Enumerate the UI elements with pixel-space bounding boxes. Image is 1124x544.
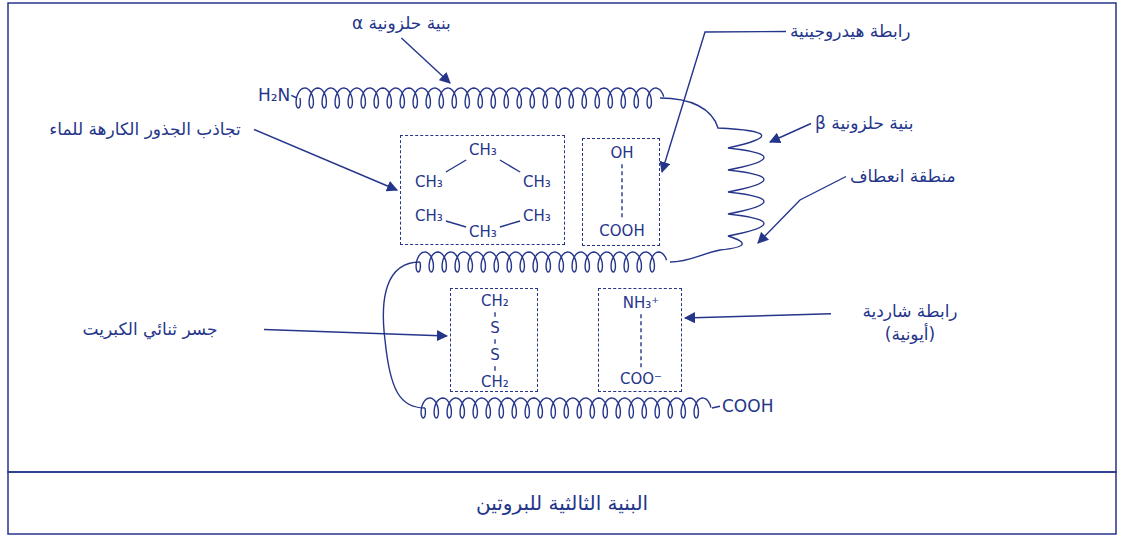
bond-label: جسر ثنائي الكبريت xyxy=(40,318,260,341)
methyl-group: CH₃ xyxy=(469,142,497,159)
chemical-group: S xyxy=(490,320,500,337)
chemical-group: CH₂ xyxy=(481,374,509,391)
ionic-bond-box: NH₃⁺ COO⁻ xyxy=(598,288,682,392)
caption: البنية الثالثية للبروتين xyxy=(476,491,648,515)
bond-label: رابطة هيدروجينية xyxy=(790,20,911,43)
bond-line xyxy=(621,164,622,220)
beta-sheet-chain xyxy=(660,98,764,262)
chemical-group: OH xyxy=(610,145,633,162)
bond-line xyxy=(494,366,495,371)
bond-line xyxy=(494,339,495,344)
caption-band xyxy=(8,472,1116,534)
leader-line xyxy=(401,38,450,83)
outer-frame xyxy=(8,3,1116,472)
caption-holder: البنية الثالثية للبروتين xyxy=(8,472,1116,534)
hydrogen-bond-box: OH COOH xyxy=(582,138,660,246)
chain-end: H₂N xyxy=(258,86,290,105)
methyl-group: CH₃ xyxy=(415,208,443,225)
leader-line xyxy=(770,124,811,143)
structure-label: بنية حلزونية α xyxy=(352,12,451,35)
bond-line xyxy=(640,314,641,368)
bond-line xyxy=(446,221,466,227)
methyl-group: CH₃ xyxy=(469,224,497,241)
leader-line xyxy=(662,32,786,173)
methyl-group: CH₃ xyxy=(523,208,551,225)
structure-label: بنية حلزونية β xyxy=(815,112,913,135)
hydrophobic-box: CH₃ CH₃ CH₃ CH₃ CH₃ CH₃ xyxy=(400,135,565,245)
chemical-group: COOH xyxy=(599,223,644,240)
bond-line xyxy=(446,160,466,172)
chemical-group: NH₃⁺ xyxy=(623,295,659,312)
bond-line xyxy=(494,312,495,317)
leader-line xyxy=(254,130,397,191)
bond-line xyxy=(500,221,520,227)
alpha-helix xyxy=(416,252,666,272)
methyl-group: CH₃ xyxy=(415,174,443,191)
chemical-group: S xyxy=(490,347,500,364)
leader-line xyxy=(758,177,846,244)
chemical-group: CH₂ xyxy=(481,293,509,310)
structure-label: منطقة انعطاف xyxy=(850,165,956,188)
chain-link xyxy=(712,406,720,408)
bond-label: تجاذب الجذور الكارهة للماء xyxy=(40,118,250,141)
alpha-helix xyxy=(421,398,711,418)
leader-lines xyxy=(254,32,846,409)
bond-lines xyxy=(446,160,641,371)
alpha-helix xyxy=(296,88,664,108)
bond-label: رابطة شاردية (أيونية) xyxy=(835,300,985,346)
chemical-group: COO⁻ xyxy=(620,371,662,388)
chain-end: COOH xyxy=(722,397,773,416)
leader-line xyxy=(685,314,831,318)
leader-line xyxy=(264,330,447,337)
disulfide-box: CH₂ SS CH₂ xyxy=(450,288,538,392)
bond-line xyxy=(500,160,520,172)
chain-link xyxy=(291,95,297,98)
methyl-group: CH₃ xyxy=(523,174,551,191)
